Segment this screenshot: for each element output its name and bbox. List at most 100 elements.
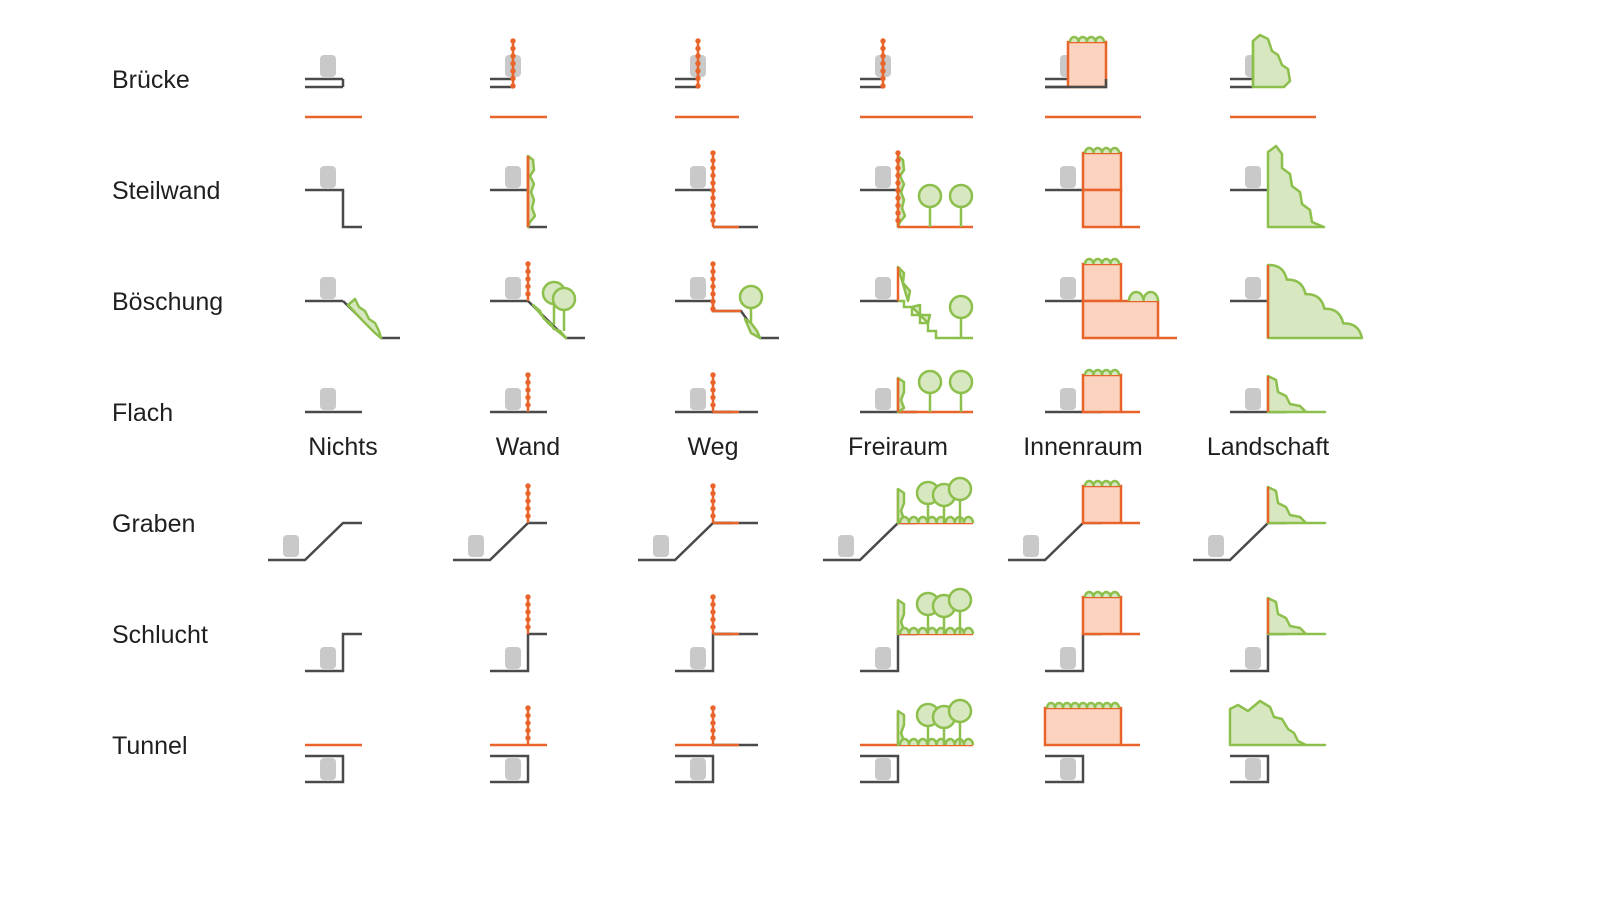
- shrub-icon: [1045, 701, 1121, 709]
- wall-element: [525, 705, 531, 745]
- wall-element: [710, 372, 716, 412]
- landscape-fill: [896, 709, 906, 747]
- vehicle-icon: [320, 166, 336, 188]
- cell-boeschung-weg: [675, 261, 779, 340]
- cell-tunnel-nichts: [305, 743, 362, 784]
- vehicle-icon: [1245, 388, 1261, 410]
- vehicle-icon: [320, 55, 336, 77]
- column-label-freiraum: Freiraum: [848, 433, 948, 461]
- row-label-schlucht: Schlucht: [112, 621, 208, 649]
- vehicle-icon: [690, 277, 706, 299]
- cell-graben-freiraum: [823, 476, 975, 562]
- cell-graben-nichts: [268, 521, 362, 562]
- terrain-line: [453, 521, 547, 562]
- vehicle-icon: [505, 277, 521, 299]
- cell-steilwand-landschaft: [1230, 144, 1326, 229]
- tree-icon: [947, 587, 973, 634]
- vehicle-icon: [875, 166, 891, 188]
- vehicle-icon: [875, 647, 891, 669]
- vehicle-icon: [505, 388, 521, 410]
- column-label-innenraum: Innenraum: [1023, 433, 1143, 461]
- vehicle-icon: [1245, 277, 1261, 299]
- landscape-fill: [1228, 699, 1327, 747]
- landscape-fill: [1266, 596, 1327, 636]
- wall-element: [895, 150, 901, 227]
- cell-boeschung-landschaft: [1230, 263, 1364, 340]
- vehicle-icon: [505, 758, 521, 780]
- landscape-fill: [531, 303, 568, 340]
- tree-icon: [947, 476, 973, 523]
- wall-element: [525, 483, 531, 523]
- cell-graben-wand: [453, 483, 547, 562]
- shrub-icon: [1127, 290, 1160, 302]
- landscape-fill: [896, 487, 906, 525]
- terrain-line: [490, 754, 530, 784]
- terrain-line: [1193, 521, 1287, 562]
- cell-flach-freiraum: [860, 369, 974, 414]
- tree-icon: [917, 369, 943, 412]
- landscape-fill: [1266, 144, 1326, 229]
- cell-flach-weg: [675, 372, 758, 414]
- vehicle-icon: [1060, 758, 1076, 780]
- wall-element: [510, 38, 516, 89]
- cell-steilwand-nichts: [305, 166, 362, 229]
- vehicle-icon: [320, 277, 336, 299]
- building-volume: [1081, 188, 1123, 229]
- wall-element: [710, 261, 716, 312]
- terrain-line: [1008, 521, 1102, 562]
- tree-icon: [947, 698, 973, 745]
- cell-schlucht-weg: [675, 594, 758, 673]
- cell-schlucht-nichts: [305, 632, 362, 673]
- vehicle-icon: [1060, 388, 1076, 410]
- shrub-icon: [1083, 257, 1121, 265]
- row-labels: BrückeSteilwandBöschungFlachGrabenSchluc…: [112, 66, 223, 760]
- terrain-line: [860, 754, 900, 784]
- row-label-steilwand: Steilwand: [112, 177, 220, 205]
- vehicle-icon: [1060, 166, 1076, 188]
- row-label-tunnel: Tunnel: [112, 732, 188, 760]
- vehicle-icon: [505, 166, 521, 188]
- tree-icon: [948, 294, 974, 338]
- cell-bruecke-freiraum: [860, 38, 973, 119]
- vehicle-icon: [320, 647, 336, 669]
- landscape-fill: [896, 265, 912, 303]
- terrain-line: [1230, 754, 1270, 784]
- landscape-fill: [1251, 33, 1292, 89]
- cell-graben-landschaft: [1193, 485, 1327, 562]
- landscape-fill: [1266, 485, 1327, 525]
- terrain-line: [305, 188, 362, 229]
- terrain-line: [1045, 754, 1085, 784]
- terrain-line: [638, 521, 732, 562]
- column-label-landschaft: Landschaft: [1207, 433, 1329, 461]
- terrace-line: [898, 299, 973, 340]
- wall-element: [880, 38, 886, 89]
- tree-icon: [948, 369, 974, 412]
- row-label-boeschung: Böschung: [112, 288, 223, 316]
- wall-element: [710, 483, 716, 523]
- landscape-fill: [526, 154, 537, 229]
- cell-schlucht-innenraum: [1045, 590, 1140, 673]
- cell-steilwand-innenraum: [1045, 146, 1140, 229]
- column-label-nichts: Nichts: [308, 433, 377, 461]
- building-volume: [1043, 701, 1123, 747]
- tree-icon: [551, 286, 577, 331]
- cell-flach-innenraum: [1045, 368, 1140, 414]
- terrain-line: [490, 632, 547, 673]
- cell-tunnel-innenraum: [1043, 701, 1140, 784]
- cell-flach-landschaft: [1230, 374, 1327, 414]
- vehicle-icon: [1023, 535, 1039, 557]
- shrub-icon: [1068, 35, 1106, 43]
- vehicle-icon: [838, 535, 854, 557]
- cell-boeschung-freiraum: [860, 265, 974, 340]
- cell-graben-innenraum: [1008, 479, 1140, 562]
- cell-bruecke-innenraum: [1045, 35, 1141, 119]
- vehicle-icon: [1245, 166, 1261, 188]
- landscape-fill: [1266, 374, 1327, 414]
- landscape-fill: [896, 598, 906, 636]
- vehicle-icon: [320, 388, 336, 410]
- shrub-icon: [1083, 479, 1121, 487]
- cell-boeschung-innenraum: [1045, 257, 1177, 340]
- wall-element: [710, 150, 716, 227]
- cell-tunnel-wand: [490, 705, 547, 784]
